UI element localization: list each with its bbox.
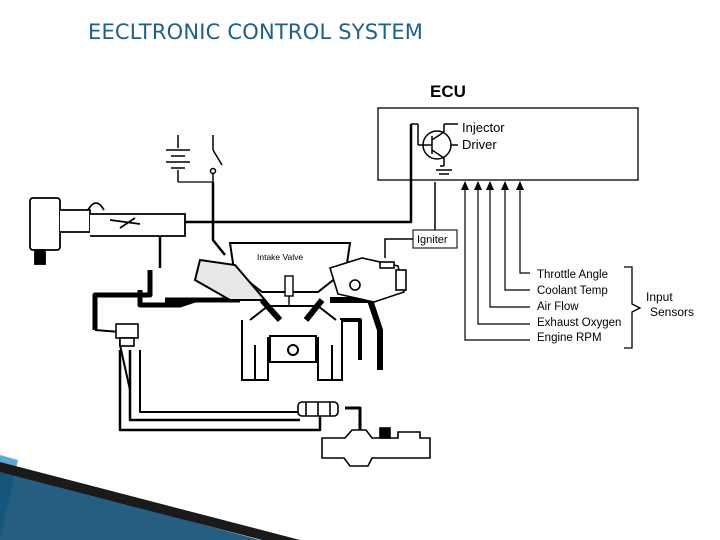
slide-title: EECLTRONIC CONTROL SYSTEM bbox=[88, 20, 424, 44]
distributor-icon bbox=[329, 257, 407, 303]
igniter-coil-wire bbox=[384, 238, 413, 258]
input-label: Input bbox=[646, 290, 673, 304]
sensor-label-airflow: Air Flow bbox=[537, 301, 579, 313]
igniter-label: Igniter bbox=[417, 234, 448, 246]
coolant-sensor-icon bbox=[115, 323, 139, 347]
accent-stripe bbox=[0, 462, 300, 540]
switch-icon bbox=[209, 135, 223, 182]
intake-manifold bbox=[193, 242, 352, 301]
sensor-label-oxygen: Exhaust Oxygen bbox=[537, 317, 621, 329]
driver-label: Driver bbox=[462, 137, 497, 152]
sensor-label-throttle: Throttle Angle bbox=[537, 269, 608, 281]
ecu-label: ECU bbox=[430, 82, 466, 101]
oxygen-sensor-icon bbox=[297, 401, 339, 417]
transistor-icon bbox=[411, 123, 458, 175]
cylinder-block bbox=[241, 297, 343, 381]
sensor-label-coolant: Coolant Temp bbox=[537, 285, 608, 297]
ecu-box bbox=[377, 107, 639, 181]
sensor-wires bbox=[464, 182, 530, 341]
injector-label: Injector bbox=[462, 120, 505, 135]
intake-valve-label: Intake Valve bbox=[257, 252, 303, 262]
battery-icon bbox=[166, 135, 190, 182]
sensors-label: Sensors bbox=[650, 305, 694, 319]
sensor-arrowheads bbox=[461, 181, 524, 190]
sensor-bracket bbox=[624, 266, 642, 349]
airflow-meter-icon bbox=[29, 197, 186, 265]
wiring-harness bbox=[92, 124, 413, 440]
spark-plug-icon bbox=[284, 275, 294, 305]
rpm-sensor-icon bbox=[321, 427, 431, 467]
sensor-label-rpm: Engine RPM bbox=[537, 332, 602, 344]
